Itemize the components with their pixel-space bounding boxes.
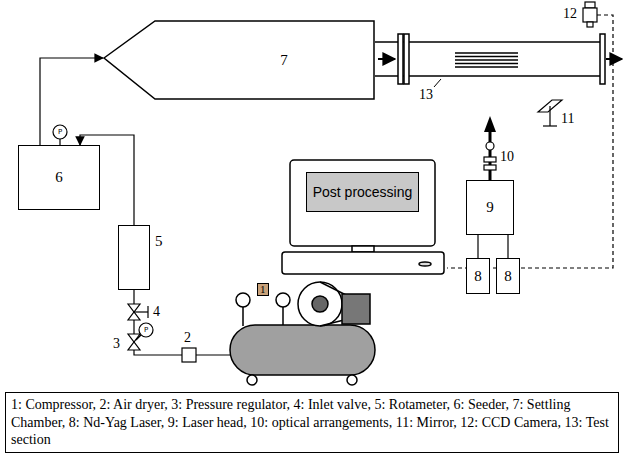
nd-yag-laser: 8 <box>496 258 520 294</box>
laser-sheet <box>455 56 518 58</box>
compressor <box>342 294 370 324</box>
chamber-outline <box>103 20 375 100</box>
pressure-regulator <box>136 335 141 340</box>
gauge-letter: P <box>58 129 62 136</box>
compressor <box>312 296 328 312</box>
computer <box>352 246 374 252</box>
compressor <box>230 325 375 375</box>
callout-number: 13 <box>419 88 433 102</box>
caption-legend: 1: Compressor, 2: Air dryer, 3: Pressure… <box>5 392 619 453</box>
compressor <box>282 307 284 326</box>
gauge-letter: P <box>144 327 148 334</box>
supply-pipe <box>196 354 230 355</box>
compressor <box>298 282 342 326</box>
pipe-connector <box>40 58 103 145</box>
pipe-connector <box>507 235 508 258</box>
callout-number: 10 <box>500 150 514 164</box>
mirror <box>549 106 550 126</box>
laser-sheet <box>455 52 518 54</box>
supply-pipe <box>134 290 182 355</box>
pressure-regulator <box>128 342 140 350</box>
optical-arrangement <box>484 157 496 162</box>
callout-number: 1 <box>257 283 269 296</box>
callout-number: 5 <box>155 234 163 249</box>
nd-yag-laser: 8 <box>466 258 490 294</box>
callout-number: 8 <box>474 269 482 284</box>
callout-number: 12 <box>563 7 577 21</box>
inlet-valve <box>128 304 148 320</box>
flow-arrow <box>378 58 622 60</box>
mirror <box>543 125 557 126</box>
compressor <box>276 293 290 307</box>
settling-chamber: 7 <box>103 20 375 100</box>
flow-arrow <box>378 58 395 60</box>
callout-number: 11 <box>561 112 574 126</box>
ccd-camera <box>583 8 597 22</box>
compressor <box>230 282 375 385</box>
pressure-regulator <box>128 334 140 342</box>
optical-arrangement <box>484 165 496 170</box>
laser-beam <box>484 116 496 132</box>
inlet-valve <box>128 312 140 320</box>
callout-number: 6 <box>55 170 63 185</box>
inlet-valve <box>147 306 148 318</box>
screen-text: Post processing <box>313 185 413 199</box>
ccd-camera <box>583 2 597 27</box>
ccd-camera <box>587 22 593 27</box>
screen-box: Post processing <box>306 172 419 212</box>
laser-head: 9 <box>466 180 514 235</box>
callout-number: 4 <box>153 305 160 319</box>
laser-beam <box>484 116 496 180</box>
compressor <box>242 307 244 326</box>
supply-pipe <box>134 290 230 355</box>
compressor <box>347 375 357 385</box>
callout-number: 9 <box>486 200 494 215</box>
callout-number: 3 <box>113 337 120 351</box>
test-section <box>404 34 409 84</box>
laser-sheet <box>455 63 518 65</box>
mirror <box>538 100 562 126</box>
computer <box>282 252 444 274</box>
computer <box>290 160 435 246</box>
compressor <box>236 293 250 307</box>
laser-sheet <box>455 53 518 67</box>
test-section <box>600 34 605 84</box>
pipe-connector <box>477 235 478 258</box>
optical-arrangement <box>484 142 496 170</box>
pressure-regulator <box>128 323 153 350</box>
laser-sheet <box>455 66 518 68</box>
pressure-regulator <box>139 323 153 337</box>
signal-cable <box>447 15 613 268</box>
seeder-box: 6 <box>18 145 100 210</box>
callout-number: 2 <box>184 331 191 345</box>
rotameter: 5 <box>118 225 150 290</box>
computer <box>282 160 444 274</box>
callout-number: 8 <box>504 269 512 284</box>
inlet-valve <box>134 311 148 312</box>
callout-number: 7 <box>280 53 288 68</box>
optical-arrangement <box>486 142 494 150</box>
laser-beam <box>489 128 492 180</box>
flow-arrow <box>606 58 622 60</box>
ccd-camera <box>585 2 595 8</box>
laser-sheet <box>455 59 518 61</box>
test-section <box>398 34 403 84</box>
chamber-outline <box>104 21 374 99</box>
leader-line <box>434 79 441 87</box>
air-dryer <box>182 348 196 362</box>
test-section <box>375 34 605 84</box>
compressor <box>247 375 257 385</box>
seeder-parts <box>53 125 67 139</box>
inlet-valve <box>128 304 140 312</box>
computer <box>419 262 431 266</box>
